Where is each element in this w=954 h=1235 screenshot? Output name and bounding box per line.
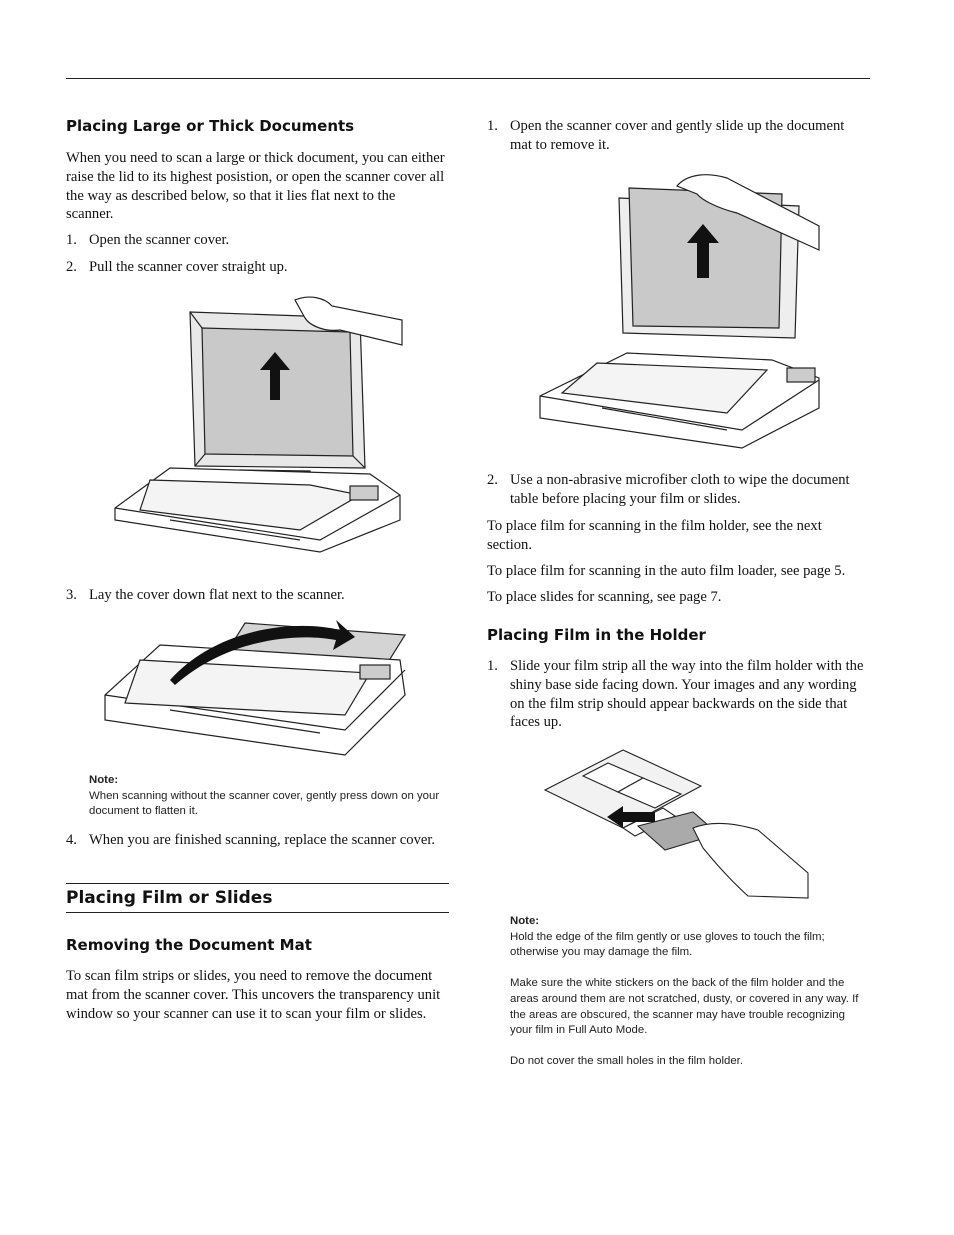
note-heading: Note: xyxy=(89,773,449,789)
step-text: Open the scanner cover. xyxy=(89,232,230,248)
step-slide-film-strip: 1. Slide your film strip all the way int… xyxy=(487,657,867,737)
intro-paragraph: When you need to scan a large or thick d… xyxy=(66,150,445,223)
heading-film-holder: Placing Film in the Holder xyxy=(487,626,706,644)
step-text: Pull the scanner cover straight up. xyxy=(89,259,288,275)
step-text: Slide your film strip all the way into t… xyxy=(510,658,864,731)
note-colon: : xyxy=(114,774,119,786)
step-replace-cover: 4. When you are finished scanning, repla… xyxy=(66,831,456,851)
step-number: 2. xyxy=(487,472,498,488)
step-number: 1. xyxy=(487,658,498,674)
film-holder-illustration xyxy=(543,749,809,899)
mat-paragraph: To scan film strips or slides, you need … xyxy=(66,968,441,1022)
step-number: 4. xyxy=(66,832,77,848)
step-text: When you are finished scanning, replace … xyxy=(89,832,436,848)
step-number: 3. xyxy=(66,587,77,603)
scanner-cover-up-illustration xyxy=(114,296,403,553)
note-film-holder: Note: Hold the edge of the film gently o… xyxy=(510,914,870,1070)
step-text: Use a non-abrasive microfiber cloth to w… xyxy=(510,472,850,507)
slides-reference: To place slides for scanning, see page 7… xyxy=(487,589,722,605)
step-open-cover: 1. Open the scanner cover. xyxy=(66,231,446,251)
note-label: Note: xyxy=(510,915,540,927)
section-rule-top xyxy=(66,883,449,884)
step-text: Lay the cover down flat next to the scan… xyxy=(89,587,345,603)
film-holder-reference: To place film for scanning in the film h… xyxy=(487,518,822,553)
note-small-holes: Do not cover the small holes in the film… xyxy=(510,1055,743,1068)
note-handle-film: Hold the edge of the film gently or use … xyxy=(510,930,825,959)
removing-document-mat-illustration xyxy=(539,174,820,449)
step-slide-up-mat: 1. Open the scanner cover and gently sli… xyxy=(487,117,867,157)
heading-removing-mat: Removing the Document Mat xyxy=(66,936,312,954)
step-text: Open the scanner cover and gently slide … xyxy=(510,118,845,153)
section-title-film-slides: Placing Film or Slides xyxy=(66,888,273,908)
step-number: 2. xyxy=(66,259,77,275)
step-wipe-table: 2. Use a non-abrasive microfiber cloth t… xyxy=(487,471,867,511)
note-without-cover: Note: When scanning without the scanner … xyxy=(89,773,449,820)
header-rule xyxy=(66,78,870,79)
note-white-stickers: Make sure the white stickers on the back… xyxy=(510,977,859,1037)
step-number: 1. xyxy=(487,118,498,134)
auto-film-loader-reference: To place film for scanning in the auto f… xyxy=(487,563,846,579)
note-text: When scanning without the scanner cover,… xyxy=(89,789,440,818)
step-lay-cover-flat: 3. Lay the cover down flat next to the s… xyxy=(66,586,446,606)
heading-large-thick-documents: Placing Large or Thick Documents xyxy=(66,117,355,135)
note-label: Note xyxy=(89,774,115,786)
step-pull-cover: 2. Pull the scanner cover straight up. xyxy=(66,258,446,278)
scanner-cover-flat-illustration xyxy=(104,620,407,756)
section-rule-bottom xyxy=(66,912,449,913)
step-number: 1. xyxy=(66,232,77,248)
